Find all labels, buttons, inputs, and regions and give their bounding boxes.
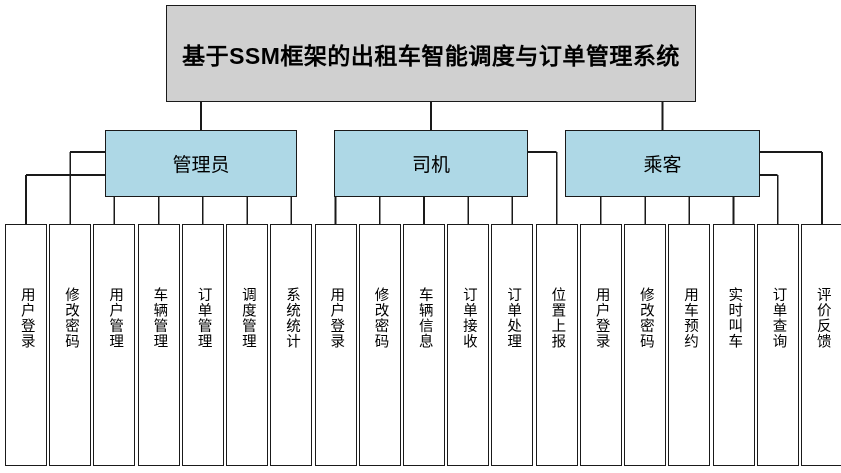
leaf-node-label: 用车预约: [682, 287, 699, 349]
leaf-node[interactable]: 车辆管理: [137, 224, 180, 466]
leaf-node-label: 实时叫车: [726, 287, 743, 349]
leaf-node-label: 用户登录: [18, 287, 35, 349]
leaf-node[interactable]: 修改密码: [624, 224, 667, 466]
leaf-node[interactable]: 用户登录: [579, 224, 622, 466]
leaf-node[interactable]: 订单接收: [447, 224, 490, 466]
leaf-node[interactable]: 订单查询: [756, 224, 799, 466]
leaf-node[interactable]: 位置上报: [535, 224, 578, 466]
leaf-node-label: 用户登录: [328, 287, 345, 349]
leaf-node[interactable]: 用户登录: [314, 224, 357, 466]
leaf-node-label: 评价反馈: [814, 287, 831, 349]
leaf-node-label: 系统统计: [284, 287, 301, 349]
leaf-node-label: 用户登录: [593, 287, 610, 349]
leaf-node-label: 用户管理: [107, 287, 124, 349]
leaf-node[interactable]: 修改密码: [358, 224, 401, 466]
leaf-node-label: 订单查询: [770, 287, 787, 349]
leaf-node[interactable]: 用车预约: [668, 224, 711, 466]
leaf-node[interactable]: 订单管理: [181, 224, 224, 466]
leaf-node-label: 车辆信息: [416, 287, 433, 349]
role-node-passenger[interactable]: 乘客: [565, 130, 760, 197]
leaf-node-label: 位置上报: [549, 287, 566, 349]
leaf-node[interactable]: 用户登录: [5, 224, 47, 466]
leaf-node-label: 调度管理: [239, 287, 256, 349]
leaf-node[interactable]: 车辆信息: [402, 224, 445, 466]
leaf-node-label: 订单处理: [505, 287, 522, 349]
leaf-node-label: 订单接收: [460, 287, 477, 349]
leaf-node-label: 修改密码: [62, 287, 79, 349]
role-node-admin[interactable]: 管理员: [105, 130, 297, 197]
leaf-node[interactable]: 实时叫车: [712, 224, 755, 466]
leaf-node-label: 订单管理: [195, 287, 212, 349]
leaf-node[interactable]: 评价反馈: [800, 224, 841, 466]
leaf-node[interactable]: 订单处理: [491, 224, 534, 466]
role-node-driver[interactable]: 司机: [334, 130, 528, 197]
root-node[interactable]: 基于SSM框架的出租车智能调度与订单管理系统: [166, 5, 696, 102]
leaf-node-label: 修改密码: [372, 287, 389, 349]
leaf-node-label: 修改密码: [637, 287, 654, 349]
leaf-node[interactable]: 系统统计: [270, 224, 313, 466]
leaf-node-label: 车辆管理: [151, 287, 168, 349]
leaf-node[interactable]: 用户管理: [93, 224, 136, 466]
leaf-node[interactable]: 修改密码: [49, 224, 92, 466]
leaf-node[interactable]: 调度管理: [226, 224, 269, 466]
